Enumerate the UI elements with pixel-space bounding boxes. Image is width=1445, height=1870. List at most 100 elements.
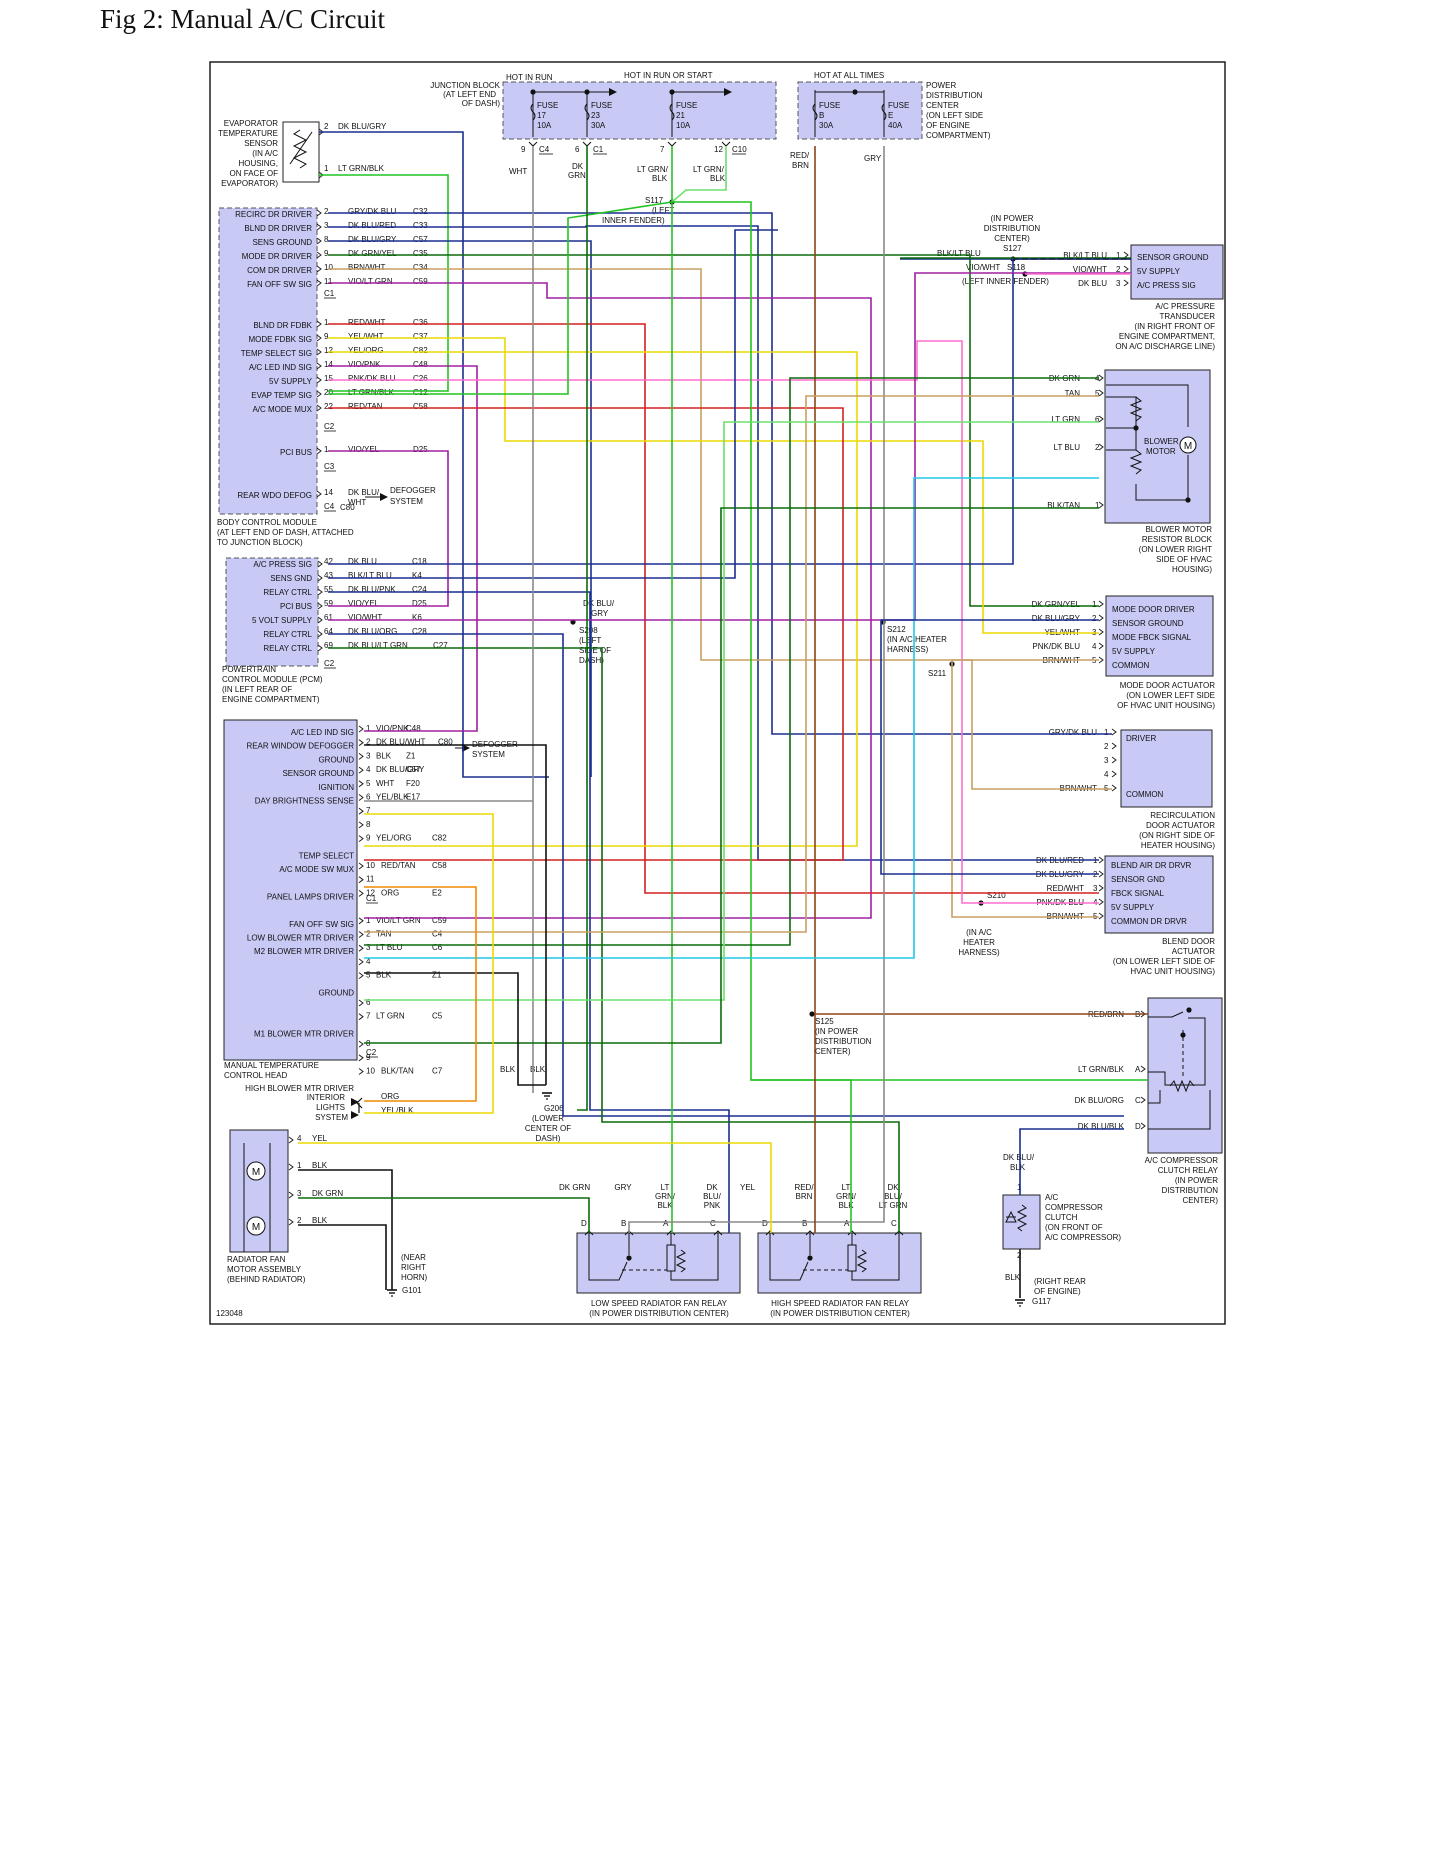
clutch-ground-wire: BLK: [1005, 1273, 1021, 1282]
mtc-pin-label: M2 BLOWER MTR DRIVER: [254, 947, 354, 956]
wire-sensor-gnd-pcm: [328, 229, 778, 579]
wire-mtc-ground: [364, 744, 547, 1085]
mtc-circuit-id: C59: [432, 916, 447, 925]
pdc-title: OF ENGINE: [926, 121, 970, 130]
pcm-pin-label: SENS GND: [270, 574, 312, 583]
comp-relay-title: DISTRIBUTION: [1162, 1186, 1219, 1195]
blend-door-wire-label: RED/WHT: [1047, 884, 1084, 893]
pcm-wire-label: BLK/LT BLU: [348, 571, 392, 580]
fan-relay-node: [626, 1255, 632, 1261]
blend-door-pin-label: BLEND AIR DR DRVR: [1111, 861, 1192, 870]
fan-relay-wire-label: DK GRN: [559, 1183, 590, 1192]
bcm-pin-label: COM DR DRIVER: [247, 266, 312, 275]
radiator-fan-title: MOTOR ASSEMBLY: [227, 1265, 302, 1274]
fan-relay-wire-label: GRN/: [655, 1192, 676, 1201]
pcm-title: (IN LEFT REAR OF: [222, 685, 292, 694]
junction-block-title: JUNCTION BLOCK: [430, 81, 500, 90]
relay-internal: [1148, 1090, 1161, 1104]
pcm-pin-label: PCI BUS: [280, 602, 312, 611]
pcm-circuit-id: C18: [412, 557, 427, 566]
s117-label: S117: [645, 196, 664, 205]
bus-arrow: [609, 88, 617, 96]
fuse-label: FUSE: [591, 101, 612, 110]
fan-relay-wire-label: LT GRN: [879, 1201, 908, 1210]
fan-pin-number: 4: [297, 1134, 302, 1143]
pdc-title: POWER: [926, 81, 956, 90]
interior-arrow: [351, 1111, 359, 1119]
bcm-circuit-id: C37: [413, 332, 428, 341]
mtc-circuit-id: C5: [432, 1012, 443, 1021]
pcm-circuit-id: C24: [412, 585, 427, 594]
mode-door-wire-label: DK GRN/YEL: [1032, 600, 1081, 609]
blower-title: RESISTOR BLOCK: [1142, 535, 1213, 544]
transducer-pin-number: 2: [1116, 265, 1121, 274]
mtc-circuit-id: Z1: [432, 971, 442, 980]
bcm-pin-number: 9: [324, 332, 329, 341]
pcm-pin-mark: [317, 644, 323, 652]
s210-label: S210: [987, 891, 1006, 900]
bcm-title: (AT LEFT END OF DASH, ATTACHED: [217, 528, 354, 537]
blower-pin-mark: [1098, 443, 1104, 451]
wire-gry-pdc: [628, 146, 885, 1233]
blend-door-pin-label: FBCK SIGNAL: [1111, 889, 1164, 898]
recirc-pin-number: 3: [1104, 756, 1109, 765]
ac-compressor-clutch-relay: [1147, 997, 1223, 1154]
fan-relay-pin-mark: [805, 1230, 815, 1236]
pdc-title: CENTER: [926, 101, 959, 110]
bcm-pin-label: 5V SUPPLY: [269, 377, 313, 386]
wire-mtc-ground2: [364, 972, 546, 1086]
mtc-pin-number: 6: [366, 793, 371, 802]
hot-in-run-or-start-label: HOT IN RUN OR START: [624, 71, 713, 80]
transducer-pin-mark: [1123, 279, 1129, 287]
s208-label: S208: [579, 626, 598, 635]
fuse-label: 30A: [819, 121, 834, 130]
fan-relay-title: LOW SPEED RADIATOR FAN RELAY: [591, 1299, 728, 1308]
mtc-pin-label: IGNITION: [318, 783, 354, 792]
s208-wire-label: GRY: [591, 609, 609, 618]
g117-location: (RIGHT REAR: [1034, 1277, 1086, 1286]
bcm-circuit-id: C36: [413, 318, 428, 327]
bcm-wire-label: VIO/LT GRN: [348, 277, 393, 286]
pcm-wire-label: VIO/YEL: [348, 599, 380, 608]
recirc-title: RECIRCULATION: [1150, 811, 1215, 820]
pdc-wire-label: BRN: [792, 161, 809, 170]
s127-location: (IN POWER: [990, 214, 1033, 223]
bcm-wire-label: YEL/ORG: [348, 346, 384, 355]
mtc-pin-mark: [358, 862, 364, 870]
jb-pin-mark: [667, 141, 677, 147]
s210-location: HEATER: [963, 938, 995, 947]
fan-relay-pin-letter: B: [621, 1219, 626, 1228]
fan-pin-number: 2: [297, 1216, 302, 1225]
ac-pressure-transducer: [1130, 244, 1224, 300]
evap-wire-label: DK BLU/GRY: [338, 122, 387, 131]
body-control-module: [218, 207, 318, 515]
pcm-title: ENGINE COMPARTMENT): [222, 695, 320, 704]
transducer-pin-label: A/C PRESS SIG: [1137, 281, 1196, 290]
fuse-label: 30A: [591, 121, 606, 130]
pcm-wire-label: DK BLU/PNK: [348, 585, 396, 594]
defogger-label: SYSTEM: [472, 750, 505, 759]
mtc-pin-label: M1 BLOWER MTR DRIVER: [254, 1029, 354, 1038]
interior-lights-label: INTERIOR: [307, 1093, 345, 1102]
bcm-pin-number: 14: [324, 488, 333, 497]
evap-sensor-title: TEMPERATURE: [218, 129, 278, 138]
defogger-label: DEFOGGER: [390, 486, 436, 495]
evaporator-sensor-body: [282, 121, 320, 183]
wire-fan-yel: [298, 1142, 772, 1233]
pcm-pin-mark: [317, 588, 323, 596]
pcm-wire-label: DK BLU/ORG: [348, 627, 397, 636]
mtc-wire-label: RED/TAN: [381, 861, 416, 870]
blower-pin-number: 6: [1095, 415, 1100, 424]
fan-pin-mark: [288, 1191, 294, 1199]
wire-day-brightness: [364, 813, 494, 1114]
blower-motor-label: MOTOR: [1146, 447, 1176, 456]
mtc-circuit-id: F20: [406, 779, 420, 788]
mtc-pin-number: 1: [366, 724, 371, 733]
fuse-label: 23: [591, 111, 600, 120]
fan-relay-wire-label: BLK: [657, 1201, 673, 1210]
transducer-wire-label: DK BLU: [1078, 279, 1107, 288]
recirculation-door-actuator: [1120, 729, 1213, 808]
blower-pin-number: 1: [1095, 501, 1100, 510]
pcm-circuit-id: K6: [412, 613, 422, 622]
